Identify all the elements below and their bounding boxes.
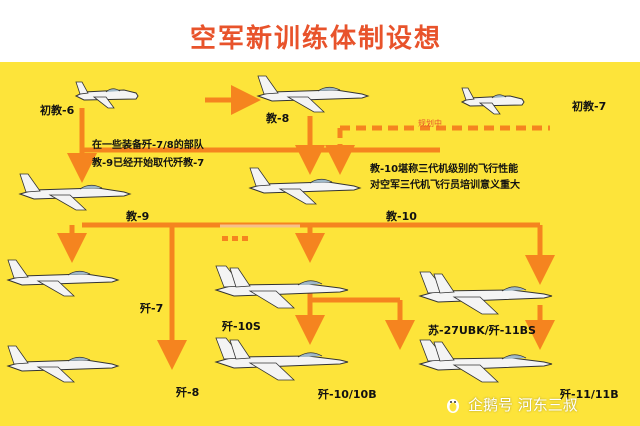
- label-jian11: 歼-11/11B: [560, 388, 619, 401]
- label-jian7: 歼-7: [140, 302, 164, 315]
- note-left-line1: 在一些装备歼-7/8的部队: [92, 140, 204, 151]
- dash-marks: [222, 236, 248, 241]
- flow-arrows: [57, 85, 555, 370]
- penguin-icon: [447, 399, 459, 413]
- note-left-line2: 教-9已经开始取代歼教-7: [92, 158, 205, 169]
- yellow-panel: [0, 62, 640, 426]
- label-jiao9: 教-9: [126, 210, 150, 223]
- label-su27ubk: 苏-27UBK/歼-11BS: [428, 324, 536, 337]
- note-planned-tag: 规划中: [418, 119, 442, 128]
- note-right-line1: 教-10堪称三代机级别的飞行性能: [370, 164, 519, 175]
- label-jian8: 歼-8: [176, 386, 200, 399]
- label-jian10s: 歼-10S: [222, 320, 261, 333]
- page-title: 空军新训练体制设想: [190, 24, 443, 54]
- note-right-line2: 对空军三代机飞行员培训意义重大: [370, 180, 520, 191]
- label-chujiao7: 初教-7: [572, 100, 607, 113]
- label-jian10: 歼-10/10B: [318, 388, 377, 401]
- label-jiao10: 教-10: [386, 210, 417, 223]
- watermark: 企鹅号 河东三叔: [468, 396, 578, 414]
- label-chujiao6: 初教-6: [40, 104, 75, 117]
- label-jiao8: 教-8: [266, 112, 290, 125]
